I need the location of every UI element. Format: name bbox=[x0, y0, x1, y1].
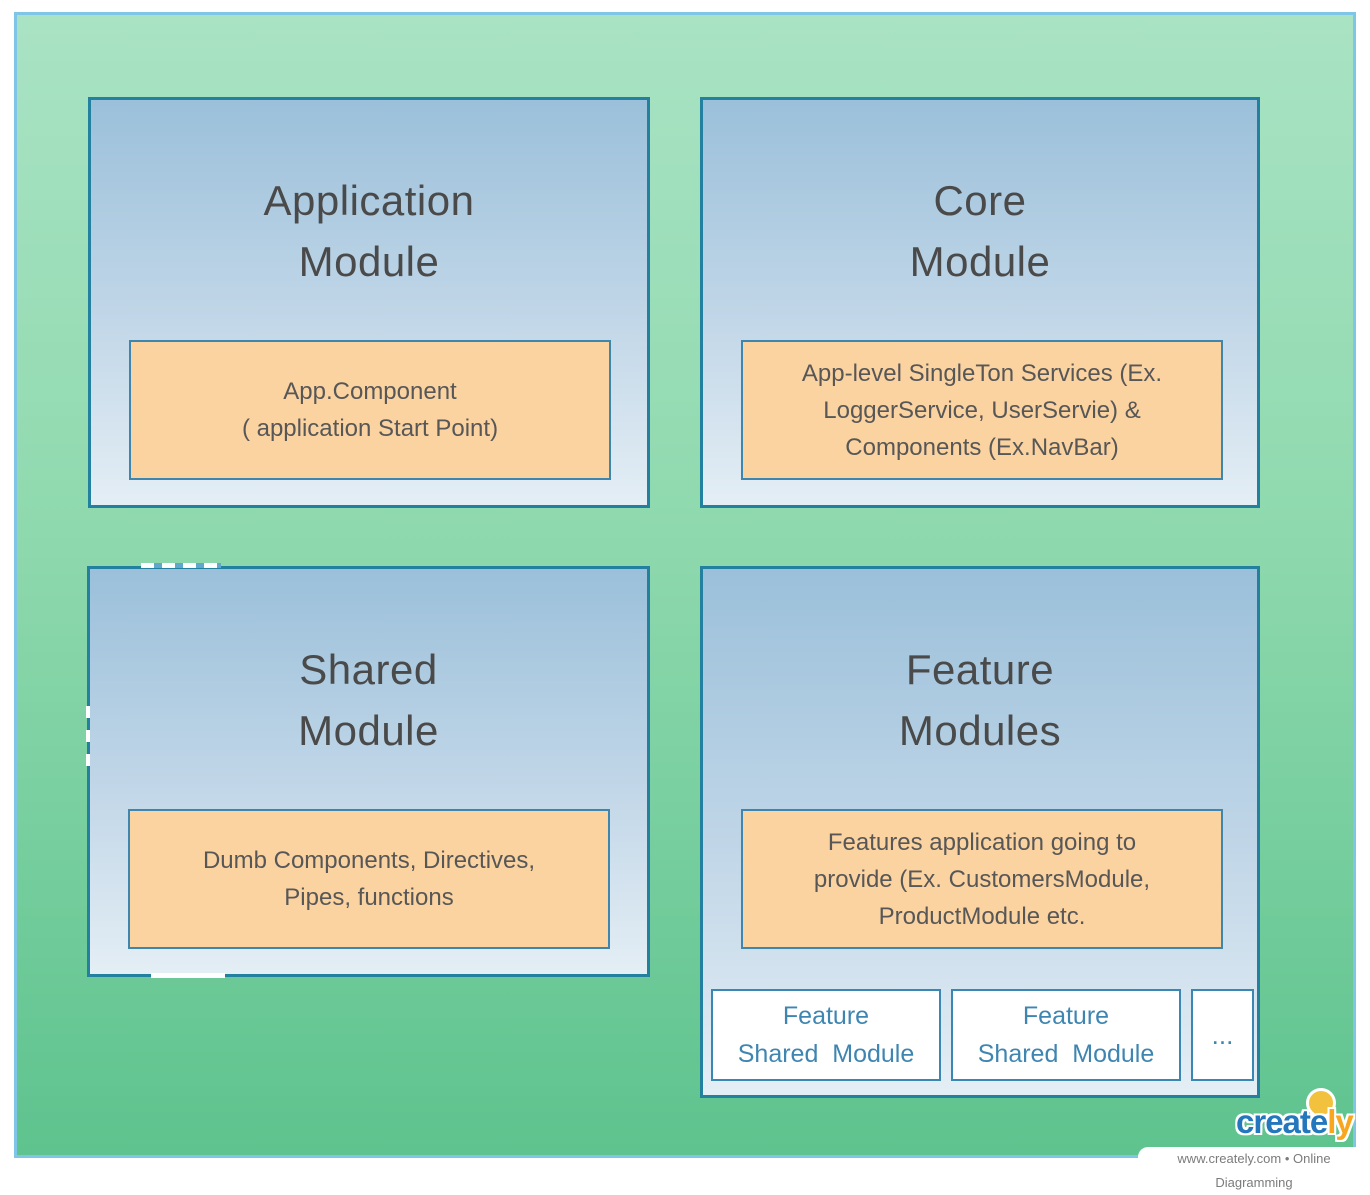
application-module-title: Application Module bbox=[91, 170, 647, 292]
title-line: Module bbox=[909, 238, 1051, 285]
feature-modules-title: Feature Modules bbox=[703, 639, 1257, 761]
feature-description-shape[interactable]: Features application going to provide (E… bbox=[741, 809, 1223, 949]
core-module-shape[interactable]: Core Module App-level SingleTon Services… bbox=[700, 97, 1260, 508]
watermark-text[interactable]: www.creately.com • Online Diagramming bbox=[1177, 1151, 1331, 1190]
shared-module-shape[interactable]: Shared Module Dumb Components, Directive… bbox=[87, 566, 650, 977]
title-line: Module bbox=[298, 238, 440, 285]
title-line: Core bbox=[933, 177, 1027, 224]
creately-logo[interactable]: creately bbox=[1232, 1088, 1370, 1152]
logo-create-part: create bbox=[1236, 1103, 1328, 1140]
body-line: ( application Start Point) bbox=[241, 415, 499, 442]
body-line: Pipes, functions bbox=[284, 884, 454, 911]
body-line: provide (Ex. CustomersModule, bbox=[813, 865, 1151, 893]
child-line: Feature bbox=[1022, 1002, 1110, 1030]
shared-contents-shape[interactable]: Dumb Components, Directives, Pipes, func… bbox=[128, 809, 610, 949]
feature-modules-shape[interactable]: Feature Modules Features application goi… bbox=[700, 566, 1260, 1098]
child-line: Shared Module bbox=[737, 1040, 915, 1068]
core-services-shape[interactable]: App-level SingleTon Services (Ex. Logger… bbox=[741, 340, 1223, 480]
body-line: Components (Ex.NavBar) bbox=[845, 433, 1119, 461]
feature-more-box[interactable]: ... bbox=[1191, 989, 1254, 1081]
title-line: Modules bbox=[898, 707, 1062, 754]
application-module-shape[interactable]: Application Module App.Component ( appli… bbox=[88, 97, 650, 508]
title-line: Application bbox=[263, 177, 475, 224]
body-line: Dumb Components, Directives, bbox=[202, 847, 536, 874]
shared-module-title: Shared Module bbox=[90, 639, 647, 761]
feature-shared-module-box-1[interactable]: Feature Shared Module bbox=[711, 989, 941, 1081]
title-line: Feature bbox=[905, 646, 1055, 693]
app-component-shape[interactable]: App.Component ( application Start Point) bbox=[129, 340, 611, 480]
logo-ly-part: ly bbox=[1327, 1103, 1354, 1140]
diagram-canvas: Application Module App.Component ( appli… bbox=[14, 12, 1356, 1158]
core-module-title: Core Module bbox=[703, 170, 1257, 292]
feature-shared-module-box-2[interactable]: Feature Shared Module bbox=[951, 989, 1181, 1081]
body-line: Features application going to bbox=[827, 828, 1137, 856]
body-line: App-level SingleTon Services (Ex. bbox=[801, 359, 1163, 387]
body-line: ProductModule etc. bbox=[878, 902, 1086, 930]
selection-artifact-top bbox=[141, 563, 221, 568]
title-line: Shared bbox=[299, 646, 438, 693]
selection-artifact-bottom bbox=[151, 973, 225, 978]
child-line: Shared Module bbox=[977, 1040, 1155, 1068]
ellipsis-label: ... bbox=[1211, 1020, 1234, 1050]
creately-logo-text: creately bbox=[1236, 1103, 1354, 1140]
title-line: Module bbox=[298, 707, 439, 754]
selection-artifact-left bbox=[86, 706, 90, 776]
body-line: LoggerService, UserServie) & bbox=[823, 396, 1141, 424]
lightbulb-base-icon bbox=[1314, 1115, 1330, 1127]
body-line: App.Component bbox=[283, 378, 457, 405]
child-line: Feature bbox=[782, 1002, 870, 1030]
